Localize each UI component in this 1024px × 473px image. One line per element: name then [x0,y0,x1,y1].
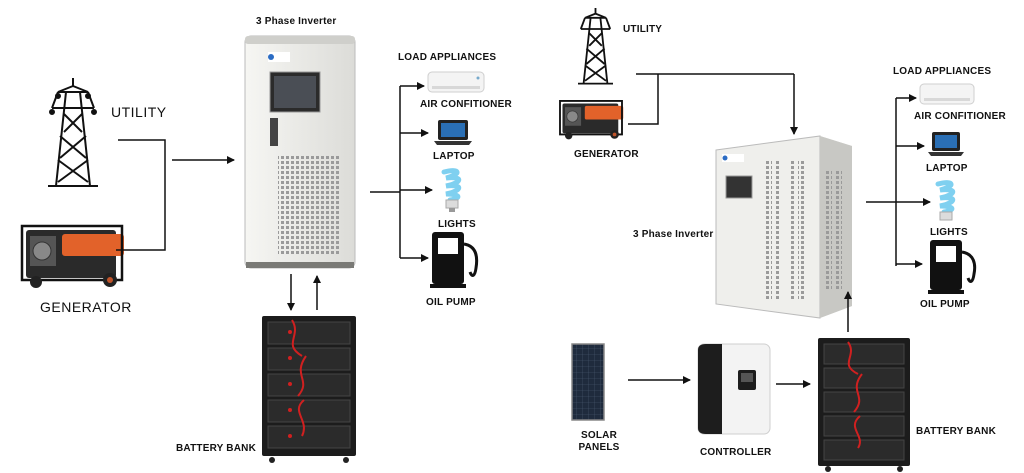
load-laptop-label-left: LAPTOP [433,151,475,162]
solar-panel-icon [571,343,605,421]
load-lights-label-right: LIGHTS [930,227,968,238]
utility-label-right: UTILITY [623,24,663,35]
cfl-bulb-icon [441,168,462,212]
generator-label-right: GENERATOR [574,149,639,160]
utility-feed-line [116,139,166,251]
load-lights-label-left: LIGHTS [438,219,476,230]
loads-title-left: LOAD APPLIANCES [398,52,497,63]
air-conditioner-icon-right [919,83,975,105]
battery-rack-icon-right [818,338,910,472]
generator-label-left: GENERATOR [40,299,132,315]
air-conditioner-icon [427,71,485,93]
load-bus-left [370,86,401,258]
utility-label-left: UTILITY [111,104,167,120]
load-ac-label-right: AIR CONFITIONER [914,111,1006,122]
fuel-pump-icon [430,232,479,288]
laptop-icon-right [928,132,964,156]
generator-icon [20,224,124,288]
loads-title-right: LOAD APPLIANCES [893,66,992,77]
solar-label-line2: PANELS [578,442,620,453]
utility-tower-icon-right [578,8,613,85]
laptop-icon [434,120,472,145]
battery-label-left: BATTERY BANK [176,443,256,454]
inverter-title-right: 3 Phase Inverter [633,229,714,240]
generator-icon-right [559,100,624,140]
charge-controller-icon [697,343,771,435]
solar-label-line1: SOLAR [581,430,617,441]
inverter-cabinet-icon-right [715,135,852,319]
battery-label-right: BATTERY BANK [916,426,996,437]
load-pump-label-left: OIL PUMP [426,297,476,308]
cfl-bulb-icon-right [935,180,956,221]
fuel-pump-icon-right [928,240,977,294]
load-ac-label-left: AIR CONFITIONER [420,99,512,110]
battery-rack-icon [262,316,356,463]
load-bus-right [866,98,897,266]
inverter-cabinet-icon [244,35,356,269]
utility-feed-line-right [628,73,794,125]
load-laptop-label-right: LAPTOP [926,163,968,174]
load-pump-label-right: OIL PUMP [920,299,970,310]
controller-label: CONTROLLER [700,447,772,458]
inverter-title-left: 3 Phase Inverter [256,16,337,27]
utility-tower-icon [48,78,98,187]
